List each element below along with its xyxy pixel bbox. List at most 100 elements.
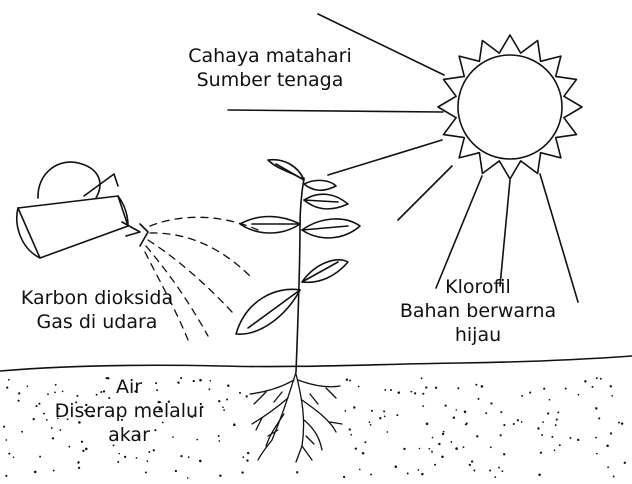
soil-dot — [464, 411, 467, 414]
soil-dot — [465, 424, 467, 426]
soil-dot — [384, 416, 386, 418]
soil-dot — [247, 452, 249, 454]
soil-dot — [500, 411, 502, 413]
soil-dot — [517, 419, 519, 421]
soil-dot — [53, 470, 55, 472]
soil-dot — [421, 473, 423, 475]
soil-dot — [476, 435, 478, 437]
soil-dot — [431, 451, 433, 453]
soil-dot — [501, 470, 503, 472]
soil-dot — [343, 476, 345, 478]
soil-dot — [554, 449, 556, 451]
soil-dot — [618, 422, 620, 424]
soil-dot — [414, 392, 416, 394]
soil-dot — [199, 460, 202, 463]
soil-dot — [596, 377, 598, 379]
soil-dot — [410, 391, 412, 393]
soil-dot — [435, 387, 437, 389]
soil-dot — [621, 422, 623, 424]
carbon-dioxide-label-line2: Gas di udara — [4, 310, 190, 334]
soil-dot — [18, 392, 20, 394]
soil-dot — [407, 473, 409, 475]
soil-dot — [443, 431, 445, 433]
soil-dot — [503, 453, 505, 455]
soil-dot — [34, 471, 37, 474]
soil-dot — [6, 386, 8, 388]
soil-dot — [494, 476, 496, 478]
soil-dot — [557, 411, 559, 413]
soil-dot — [584, 380, 586, 382]
soil-dot — [3, 426, 5, 428]
soil-dot — [390, 389, 392, 391]
soil-dot — [569, 437, 571, 439]
soil-dot — [358, 386, 360, 388]
soil-dot — [239, 392, 241, 394]
soil-dot — [595, 407, 597, 409]
soil-dot — [422, 405, 424, 407]
soil-dot — [359, 469, 361, 471]
soil-dot — [565, 388, 567, 390]
soil-dot — [624, 462, 626, 464]
soil-dot — [370, 424, 372, 426]
water-label-line2: Diserap melalui — [34, 399, 224, 423]
soil-dot — [39, 456, 41, 458]
sunlight-label: Cahaya matahari Sumber tenaga — [170, 44, 370, 92]
carbon-dioxide-label-line1: Karbon dioksida — [4, 286, 190, 310]
soil-dot — [559, 444, 561, 446]
soil-dot — [428, 448, 430, 450]
soil-dot — [453, 416, 455, 418]
soil-dot — [421, 377, 423, 379]
soil-dot — [26, 385, 28, 387]
plant-roots — [250, 372, 342, 462]
soil-dot — [438, 443, 440, 445]
soil-dot — [432, 437, 434, 439]
soil-dot — [398, 391, 401, 394]
soil-dot — [521, 395, 523, 397]
soil-dot — [227, 384, 229, 386]
water-label-line1: Air — [34, 375, 224, 399]
soil-dot — [503, 424, 505, 426]
soil-dot — [396, 414, 398, 416]
soil-dot — [471, 460, 473, 462]
soil-dot — [540, 452, 542, 454]
plant-stem — [296, 178, 304, 372]
soil-dot — [578, 394, 580, 396]
soil-dot — [610, 432, 612, 434]
soil-dot — [148, 451, 150, 453]
soil-dot — [455, 409, 457, 411]
soil-dot — [556, 419, 558, 421]
soil-dot — [463, 446, 465, 448]
soil-dot — [537, 427, 539, 429]
soil-dot — [180, 455, 182, 457]
chlorophyll-label-line3: hijau — [378, 323, 578, 347]
soil-dot — [241, 471, 243, 473]
soil-dot — [611, 395, 613, 397]
soil-dot — [346, 379, 348, 381]
soil-dot — [349, 379, 351, 381]
soil-dot — [551, 436, 553, 438]
soil-dot — [353, 406, 355, 408]
soil-dot — [153, 449, 155, 451]
soil-dot — [364, 441, 366, 443]
soil-dot — [450, 441, 452, 443]
soil-dot — [417, 469, 419, 471]
soil-dot — [175, 470, 177, 472]
soil-dot — [371, 410, 373, 412]
sunlight-label-line1: Cahaya matahari — [170, 44, 370, 68]
soil-dot — [117, 461, 119, 463]
soil-dot — [592, 386, 594, 388]
soil-dot — [349, 428, 351, 430]
soil-dot — [21, 431, 23, 433]
soil-dot — [350, 434, 352, 436]
soil-dot — [547, 412, 549, 414]
soil-dot — [481, 385, 484, 388]
soil-dot — [118, 453, 120, 455]
soil-dot — [500, 434, 502, 436]
soil-dot — [422, 393, 424, 395]
soil-dot — [513, 423, 515, 425]
soil-dot — [124, 456, 126, 458]
soil-dot — [475, 384, 477, 386]
soil-dot — [370, 474, 372, 476]
soil-dot — [18, 400, 20, 402]
soil-dot — [85, 448, 88, 451]
